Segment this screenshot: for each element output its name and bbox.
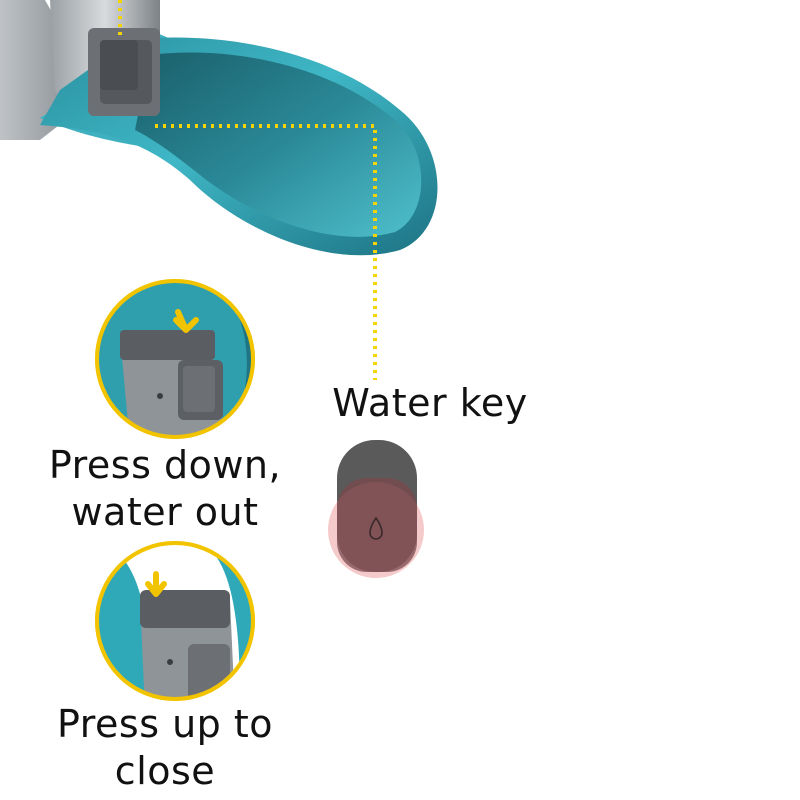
- down-arrow-icon: [173, 309, 199, 333]
- press-up-line2: close: [114, 749, 216, 793]
- press-down-line1: Press down,: [48, 443, 282, 487]
- press-down-detail: [95, 279, 255, 439]
- down-arrow-icon: [145, 571, 167, 597]
- water-drop-icon: [369, 516, 383, 540]
- water-key-label: Water key: [332, 381, 528, 425]
- press-up-line1: Press up to: [56, 702, 274, 746]
- water-key: [328, 440, 424, 578]
- press-up-detail: [95, 541, 255, 701]
- press-down-caption: Press down, water out: [40, 442, 290, 536]
- press-down-line2: water out: [71, 490, 259, 534]
- press-up-caption: Press up to close: [40, 701, 290, 795]
- bottle-bowl-illustration: [0, 0, 438, 380]
